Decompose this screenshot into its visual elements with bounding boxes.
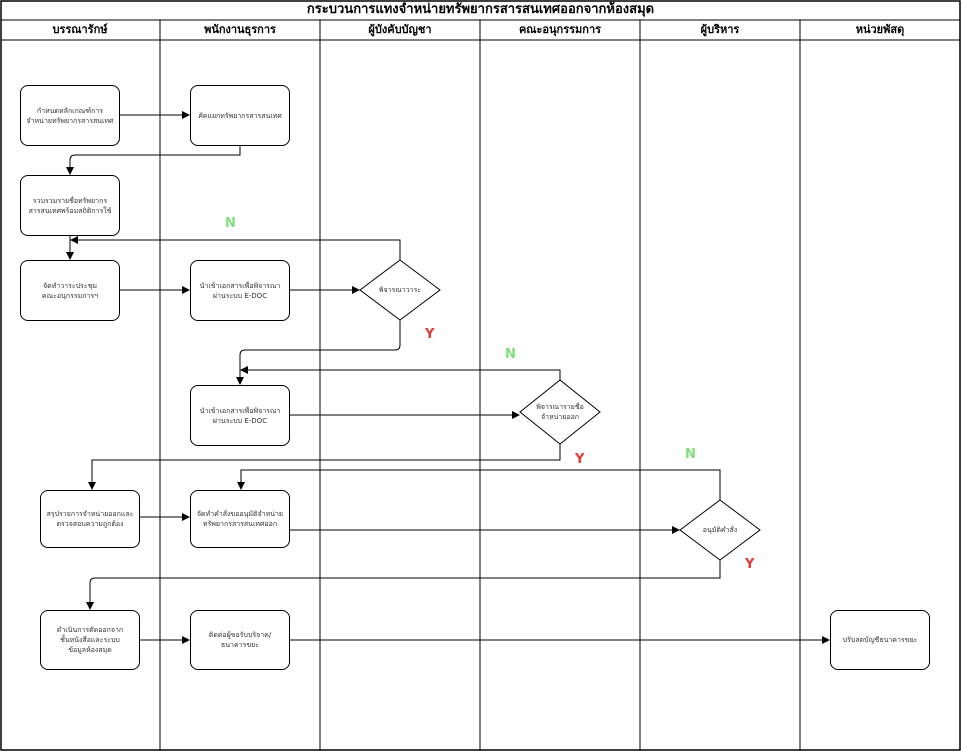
connector-no-agenda [70, 236, 401, 260]
lane-header-supervisor: ผู้บังคับบัญชา [368, 23, 432, 36]
lane-header-subcommittee: คณะอนุกรรมการ [518, 23, 602, 36]
process-box-define-criteria: กำหนดหลักเกณฑ์การ จำหน่ายทรัพยากรสารสนเท… [20, 85, 120, 146]
process-box-prepare-agenda: จัดทำวาระประชุม คณะอนุกรรมการฯ [20, 260, 120, 321]
process-box-draft-order: จัดทำคำสั่งขออนุมัติจำหน่าย ทรัพยากรสารส… [190, 490, 290, 548]
process-box-contact-recipient: ติดต่อผู้ขอรับบริจาค/ ธนาคารขยะ [190, 610, 290, 670]
connector-yes-list [88, 444, 561, 490]
connector-yes-agenda [236, 320, 401, 385]
lane-header-clerk: พนักงานธุรการ [204, 23, 276, 36]
process-box-summarize: สรุปรายการจำหน่ายออกและ ตรวจสอบความถูกต้… [40, 490, 140, 548]
process-box-remove-records: ดำเนินการตัดออกจาก ชั้นหนังสือและระบบ ข้… [40, 610, 140, 670]
branch-no-label: N [225, 216, 236, 231]
process-box-adjust-account: ปรับลดบัญชีธนาคารขยะ [830, 610, 930, 670]
process-box-compile-list: รวบรวมรายชื่อทรัพยากร สารสนเทศพร้อมสถิติ… [20, 175, 120, 236]
connector-no-approve [237, 469, 721, 500]
process-box-edoc-submit-2: นำเข้าเอกสารเพื่อพิจารณา ผ่านระบบ E-DOC [190, 385, 290, 446]
process-box-edoc-submit: นำเข้าเอกสารเพื่อพิจารณา ผ่านระบบ E-DOC [190, 260, 290, 321]
lane-header-supply-unit: หน่วยพัสดุ [855, 23, 905, 36]
decision-label-agenda: พิจารณาวาระ [378, 286, 422, 294]
branch-no-label: N [505, 347, 516, 362]
connector-yes-approve [86, 560, 721, 610]
decision-label-list: พิจารณารายชื่อ จำหน่ายออก [536, 403, 584, 421]
connector-no-list [240, 366, 561, 380]
decision-label-approve: อนุมัติคำสั่ง [702, 526, 738, 534]
process-box-sort-resources: คัดแยกทรัพยากรสารสนเทศ [190, 85, 290, 146]
lane-header-executive: ผู้บริหาร [700, 23, 740, 36]
connector [66, 146, 241, 175]
branch-no-label: N [685, 447, 696, 462]
branch-yes-label: Y [575, 452, 585, 467]
branch-yes-label: Y [745, 557, 755, 572]
branch-yes-label: Y [425, 327, 435, 342]
lane-header-librarian: บรรณารักษ์ [52, 23, 108, 36]
diagram-title: กระบวนการแทงจำหน่ายทรัพยากรสารสนเทศออกจา… [306, 2, 655, 17]
